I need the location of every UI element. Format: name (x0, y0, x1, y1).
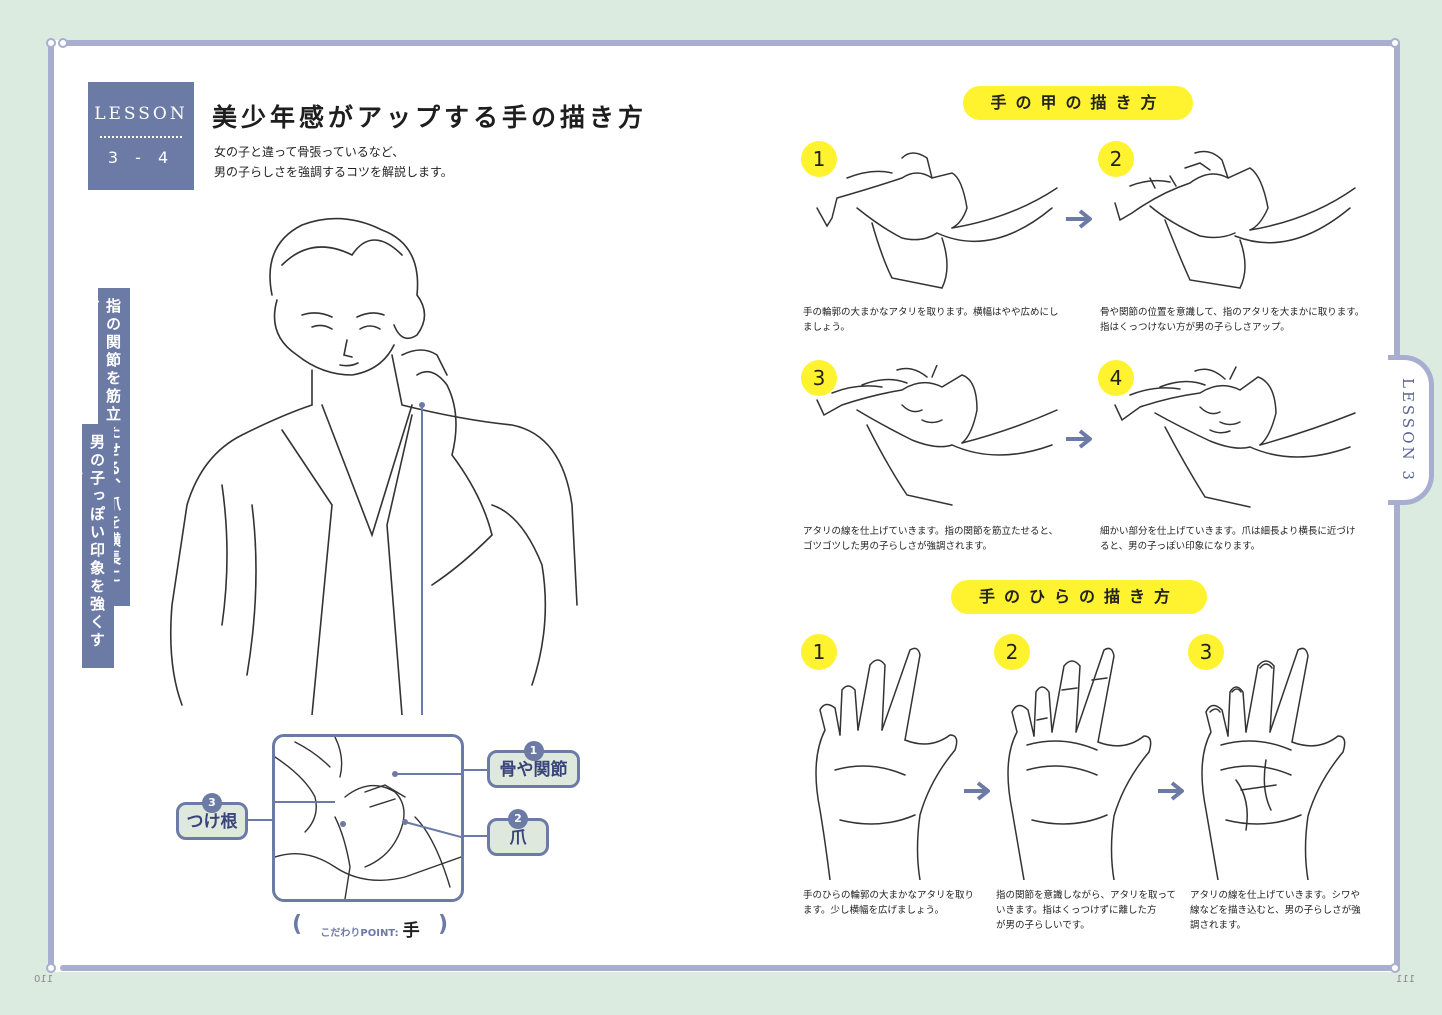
frame-dot (1390, 963, 1400, 973)
callout-label: つけ根 (186, 812, 238, 832)
caption-line: 調されます。 (1190, 920, 1247, 931)
side-tab-label: LESSON 3 (1399, 377, 1417, 483)
subtitle-line: 女の子と違って骨張っているなど、 (214, 145, 405, 159)
step-number: 2 (1098, 141, 1134, 177)
callout-number: 3 (202, 793, 222, 813)
arrow-right-icon (1066, 209, 1092, 229)
frame-top (60, 40, 1400, 46)
arrow-right-icon (1066, 429, 1092, 449)
caption-line: 手のひらの輪郭の大まかなアタリを取り (803, 890, 975, 901)
lesson-badge: LESSON 3 - 4 (88, 82, 194, 190)
frame-dot (1390, 38, 1400, 48)
page-number-left: 110 (34, 974, 54, 985)
section-heading-back: 手の甲の描き方 (963, 86, 1193, 120)
page-subtitle: 女の子と違って骨張っているなど、 男の子らしさを強調するコツを解説します。 (214, 142, 453, 182)
step-caption: 手のひらの輪郭の大まかなアタリを取り ます。少し横幅を広げましょう。 (803, 888, 974, 918)
palm-hand-step-3 (1201, 647, 1346, 880)
caption-line: 手の輪郭の大まかなアタリを取ります。横幅はやや広めにし (803, 307, 1059, 318)
point-label: ( こだわりPOINT:手 ) (292, 910, 448, 941)
caption-line: 骨や関節の位置を意識して、指のアタリを大まかに取ります。 (1100, 307, 1365, 318)
page-number-right: 111 (1396, 974, 1416, 985)
section-heading-palm: 手のひらの描き方 (951, 580, 1207, 614)
back-hand-step-4 (1114, 366, 1356, 508)
step-caption: 指の関節を意識しながら、アタリを取って いきます。指はくっつけずに離した方 が男… (996, 888, 1176, 933)
character-illustration (169, 217, 578, 715)
tip-banner-2: 男の子っぽい印象を強くするコツ (67, 424, 114, 668)
back-hand-step-3 (816, 365, 1058, 506)
detail-closeup (272, 734, 464, 902)
step-caption: 骨や関節の位置を意識して、指のアタリを大まかに取ります。 指はくっつけない方が男… (1100, 305, 1364, 335)
caption-line: 指の関節を意識しながら、アタリを取って (996, 890, 1177, 901)
frame-dot (46, 963, 56, 973)
palm-hand-step-1 (815, 647, 958, 880)
step-caption: 細かい部分を仕上げていきます。爪は細長より横長に近づけ ると、男の子っぽい印象に… (1100, 524, 1355, 554)
subtitle-line: 男の子らしさを強調するコツを解説します。 (214, 165, 453, 179)
lesson-number: 3 - 4 (107, 148, 175, 167)
step-caption: 手の輪郭の大まかなアタリを取ります。横幅はやや広めにし ましょう。 (803, 305, 1059, 335)
caption-line: いきます。指はくっつけずに離した方 (996, 905, 1157, 916)
step-caption: アタリの線を仕上げていきます。シワや 線などを描き込むと、男の子らしさが強 調さ… (1190, 888, 1361, 933)
caption-line: ると、男の子っぽい印象になります。 (1100, 541, 1261, 552)
caption-line: アタリの線を仕上げていきます。シワや (1190, 890, 1361, 901)
callout-base: 3 つけ根 (176, 793, 248, 840)
frame-dot (46, 38, 56, 48)
caption-line: 細かい部分を仕上げていきます。爪は細長より横長に近づけ (1100, 526, 1356, 537)
lesson-divider (100, 136, 182, 138)
callout-number: 2 (508, 809, 528, 829)
frame-dot (58, 38, 68, 48)
step-number: 1 (801, 634, 837, 670)
point-prefix: こだわりPOINT: (320, 928, 399, 939)
caption-line: が男の子らしいです。 (996, 920, 1090, 931)
lesson-word: LESSON (94, 104, 188, 124)
step-caption: アタリの線を仕上げていきます。指の関節を筋立たせると、 ゴツゴツした男の子らしさ… (803, 524, 1058, 554)
point-value: 手 (402, 921, 420, 941)
arrow-right-icon (964, 781, 990, 801)
caption-line: アタリの線を仕上げていきます。指の関節を筋立たせると、 (803, 526, 1059, 537)
caption-line: 指はくっつけない方が男の子らしさアップ。 (1100, 322, 1290, 333)
hand-closeup-illustration (275, 737, 461, 899)
back-hand-step-1 (816, 152, 1058, 289)
callout-bones-joints: 1 骨や関節 (487, 741, 580, 788)
palm-hand-step-2 (1007, 647, 1152, 880)
caption-line: ましょう。 (803, 322, 850, 333)
frame-bottom (60, 965, 1400, 971)
frame-right (1394, 40, 1400, 972)
callout-connectors (248, 769, 487, 837)
page-title: 美少年感がアップする手の描き方 (212, 103, 648, 132)
arrow-right-icon (1158, 781, 1184, 801)
bracket-close: ) (437, 912, 448, 937)
step-number: 3 (801, 360, 837, 396)
back-hand-step-2 (1114, 150, 1356, 289)
callout-number: 1 (523, 741, 544, 761)
step-number: 2 (994, 634, 1030, 670)
frame-left (48, 40, 54, 972)
caption-line: 線などを描き込むと、男の子らしさが強 (1190, 905, 1361, 916)
caption-line: ます。少し横幅を広げましょう。 (803, 905, 944, 916)
callout-label: 爪 (509, 828, 527, 848)
side-tab[interactable] (1388, 355, 1434, 505)
step-number: 4 (1098, 360, 1134, 396)
callout-label: 骨や関節 (499, 760, 568, 780)
step-number: 1 (801, 141, 837, 177)
bracket-open: ( (292, 912, 303, 937)
callout-nails: 2 爪 (487, 809, 549, 856)
caption-line: ゴツゴツした男の子らしさが強調されます。 (803, 541, 993, 552)
step-number: 3 (1188, 634, 1224, 670)
